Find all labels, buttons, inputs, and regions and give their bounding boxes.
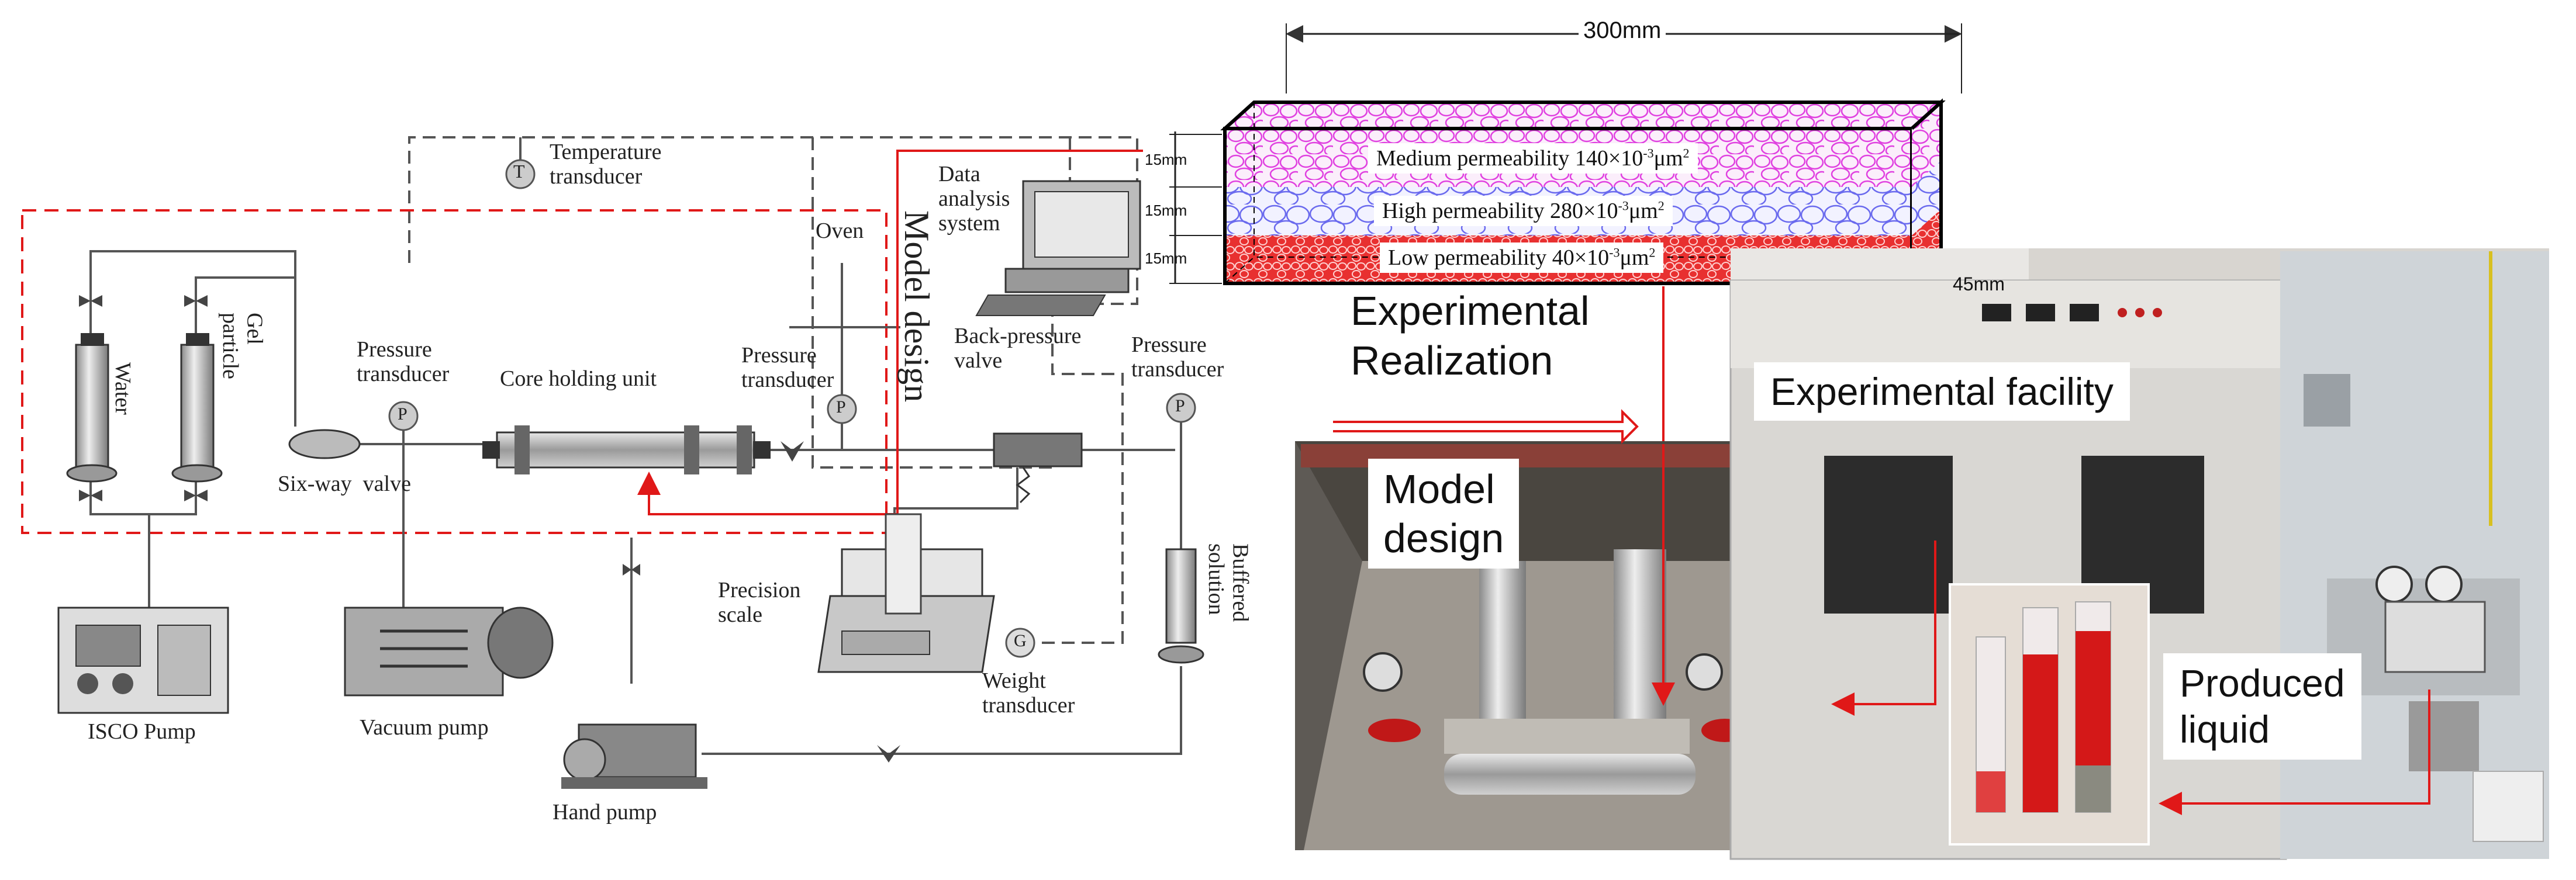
photo-red-arrows — [1333, 409, 2430, 815]
high-layer-name: High permeability — [1382, 199, 1545, 223]
thickness-label-1: 15mm — [1145, 151, 1187, 168]
medium-layer-unit-exp: 2 — [1683, 145, 1690, 161]
medium-layer-unit: μm — [1653, 146, 1683, 171]
low-layer-name: Low permeability — [1388, 245, 1547, 270]
thickness-label-2: 15mm — [1145, 202, 1187, 219]
experimental-realization-label: Experimental Realization — [1351, 288, 1590, 384]
high-layer-label: High permeability 280×10-3μm2 — [1374, 196, 1673, 226]
core-holding-unit-label: Core holding unit — [500, 366, 657, 391]
high-layer-value: 280×10 — [1550, 199, 1618, 223]
model-design-photo-label: Model design — [1368, 459, 1520, 569]
gel-top-line — [195, 276, 295, 333]
signal-dashed-line-scale — [1041, 304, 1124, 644]
oven-label: Oven — [816, 219, 864, 243]
low-layer-label: Low permeability 40×10-3μm2 — [1380, 242, 1664, 273]
pressure-symbol-1-text: P — [398, 404, 408, 424]
back-pressure-valve-label: Back-pressure valve — [954, 324, 1082, 373]
bpv-spring — [1016, 467, 1031, 504]
signal-dashed-line-oven — [812, 137, 1052, 469]
medium-layer-label: Medium permeability 140×10-3μm2 — [1368, 143, 1698, 174]
core-holding-unit — [482, 425, 771, 474]
produced-liquid-label: Produced liquid — [2163, 653, 2361, 760]
valves — [79, 295, 900, 763]
pressure-symbol-2 — [827, 394, 857, 424]
valve-5 — [781, 441, 804, 462]
pump-supply-line-2 — [149, 479, 197, 515]
vacuum-pump-label: Vacuum pump — [360, 715, 489, 740]
realization-arrow — [1333, 409, 1639, 444]
isco-pump — [57, 607, 229, 714]
data-analysis-system-label: Data analysis system — [938, 162, 1010, 235]
pressure-symbol-2-text: P — [836, 397, 846, 417]
weight-symbol — [1005, 628, 1035, 658]
top-manifold-line — [89, 250, 296, 427]
hand-pump — [561, 723, 707, 789]
thickness-label-3: 15mm — [1145, 250, 1187, 267]
control-loop-dashed-line — [408, 136, 1138, 305]
six-way-valve-body — [288, 429, 361, 459]
water-cylinder — [66, 333, 118, 483]
width-label: 45mm — [1953, 273, 2005, 295]
isco-pump-label: ISCO Pump — [88, 719, 196, 744]
low-layer-unit: μm — [1620, 245, 1649, 270]
precision-scale-label: Precision scale — [718, 578, 801, 627]
model-boundary-dashed — [21, 209, 888, 534]
high-layer-unit-exp: 2 — [1658, 198, 1665, 213]
pressure-symbol-3 — [1166, 393, 1196, 423]
back-pressure-valve-body — [993, 432, 1083, 467]
to-produced-red-arrow — [2159, 690, 2430, 815]
bottom-return-line — [702, 666, 1182, 755]
temperature-symbol-circle — [505, 159, 536, 189]
high-layer-unit: μm — [1628, 199, 1658, 223]
low-layer-exp: -3 — [1609, 245, 1620, 260]
high-layer-exp: -3 — [1618, 198, 1629, 213]
low-layer-value: 40×10 — [1552, 245, 1610, 270]
buffered-solution-cylinder — [1158, 548, 1204, 664]
low-layer-unit-exp: 2 — [1649, 245, 1656, 260]
computer — [975, 180, 1141, 316]
pressure-transducer-1-label: Pressure transducer — [357, 337, 450, 386]
valve-2 — [184, 295, 208, 307]
pump-supply-line — [89, 479, 150, 552]
model-side-high — [1912, 161, 1941, 235]
valve-7 — [877, 745, 900, 763]
buffered-solution-label: Buffered solution — [1203, 543, 1253, 622]
medium-layer-name: Medium permeability — [1376, 146, 1570, 171]
water-label: Water — [110, 362, 135, 415]
gel-cylinder — [171, 333, 223, 483]
temperature-transducer-label: Temperature transducer — [550, 140, 662, 189]
valve-3 — [79, 490, 102, 501]
produced-liquid-photo — [1949, 583, 2150, 846]
medium-layer-value: 140×10 — [1574, 146, 1643, 171]
valve-6 — [623, 564, 640, 576]
precision-scale — [817, 513, 995, 673]
to-facility-red-arrow — [1831, 541, 1936, 716]
six-way-valve-label: Six-way valve — [278, 472, 411, 496]
model-hidden-edges — [1224, 257, 1941, 284]
valve-1 — [79, 295, 102, 307]
gel-particle-label: Gel particle — [217, 313, 267, 379]
length-label: 300mm — [1579, 18, 1666, 44]
pressure-transducer-2-label: Pressure transducer — [741, 343, 834, 392]
pressure-symbol-1 — [388, 401, 419, 431]
experimental-facility-label: Experimental facility — [1754, 362, 2130, 421]
model-design-vertical-label: Model design — [897, 210, 936, 403]
valve-4 — [184, 490, 208, 501]
temperature-symbol-text: T — [513, 161, 525, 182]
weight-symbol-text: G — [1014, 631, 1027, 650]
pressure-transducer-3-label: Pressure transducer — [1131, 332, 1224, 382]
medium-layer-exp: -3 — [1643, 145, 1654, 161]
hand-pump-label: Hand pump — [553, 800, 657, 824]
weight-transducer-label: Weight transducer — [982, 668, 1075, 718]
pressure-symbol-3-text: P — [1175, 396, 1185, 415]
model-top-face — [1220, 101, 1946, 130]
vacuum-pump — [344, 607, 554, 697]
